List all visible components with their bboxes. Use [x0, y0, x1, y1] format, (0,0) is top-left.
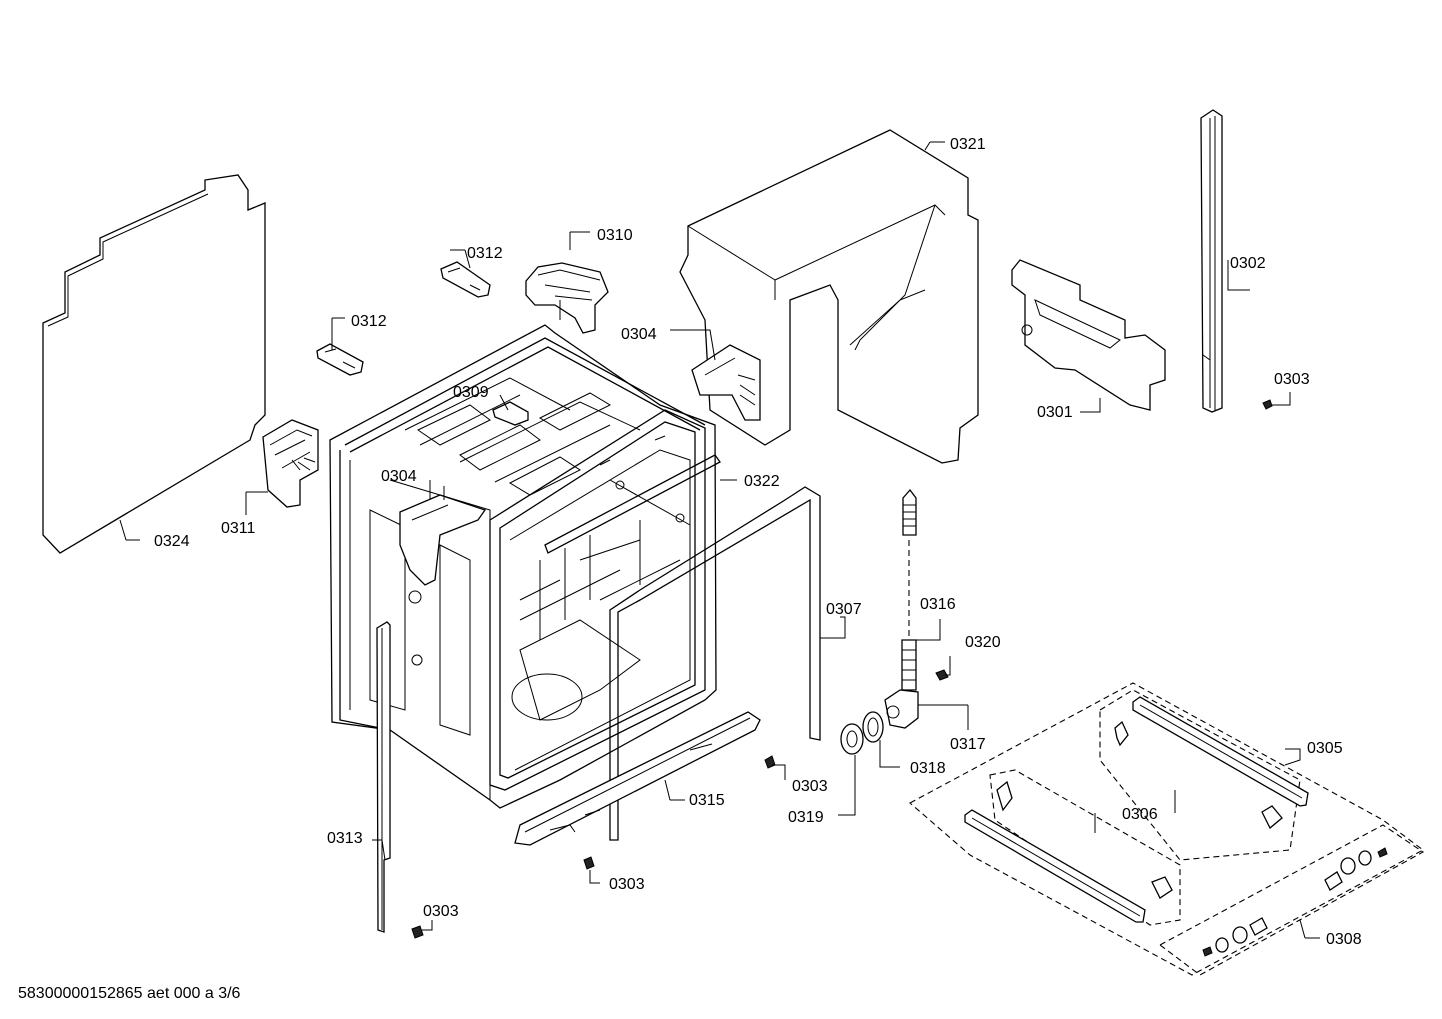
part-0310-bracket [525, 262, 609, 334]
kit-0305-0306-0308 [909, 682, 1425, 976]
part-labels: 0321 0302 0310 0312 0312 0304 0309 0303 … [154, 136, 1362, 948]
label-0304-upper: 0304 [621, 326, 657, 343]
label-0322: 0322 [744, 473, 780, 490]
label-0320: 0320 [965, 634, 1001, 651]
part-0304-inner [399, 494, 487, 586]
label-0302: 0302 [1230, 255, 1266, 272]
part-0303-screw-lower [583, 856, 595, 870]
part-0319-nut [840, 723, 864, 755]
leader-lines [119, 141, 1320, 939]
label-0303-lower: 0303 [609, 876, 645, 893]
part-0315-base-plate [514, 711, 761, 846]
part-0302-rail [1200, 109, 1223, 413]
label-0303-mid: 0303 [792, 778, 828, 795]
label-0304-inner: 0304 [381, 468, 417, 485]
label-0312-lower: 0312 [351, 313, 387, 330]
part-0303-screw-mid [764, 755, 776, 769]
label-0313: 0313 [327, 830, 363, 847]
part-0311-bracket [262, 419, 319, 508]
part-0307-door-seal [609, 486, 821, 841]
part-0303-screw-bottom [411, 925, 424, 939]
part-0312-clip-lower [316, 343, 364, 376]
part-0317-fitting [884, 689, 919, 729]
part-0312-clip-upper [440, 261, 491, 298]
label-0321: 0321 [950, 136, 986, 153]
label-0310: 0310 [597, 227, 633, 244]
label-0306: 0306 [1122, 806, 1158, 823]
part-0318-ring [862, 711, 884, 743]
part-0313-side-strip [376, 621, 391, 933]
label-0305: 0305 [1307, 740, 1343, 757]
label-0309: 0309 [453, 384, 489, 401]
label-0317: 0317 [950, 736, 986, 753]
label-0303-right: 0303 [1274, 371, 1310, 388]
part-0320-screw [935, 669, 949, 681]
label-0301: 0301 [1037, 404, 1073, 421]
label-0312-upper: 0312 [467, 245, 503, 262]
label-0308: 0308 [1326, 931, 1362, 948]
part-0321-insulation-cover [679, 129, 979, 464]
drawing-reference-footer: 58300000152865 aet 000 a 3/6 [18, 985, 241, 1002]
part-0309-clip [492, 401, 529, 426]
label-0303-bottom: 0303 [423, 903, 459, 920]
part-0303-screw-right [1262, 399, 1273, 410]
part-0301-bracket [1011, 259, 1166, 411]
part-0322-tub [329, 324, 721, 809]
part-0324-side-panel [42, 174, 266, 554]
label-0315: 0315 [689, 792, 725, 809]
label-0316: 0316 [920, 596, 956, 613]
label-0324: 0324 [154, 533, 190, 550]
part-0304-upper-bracket [691, 344, 761, 421]
label-0311: 0311 [221, 520, 256, 537]
label-0319: 0319 [788, 809, 824, 826]
label-0318: 0318 [910, 760, 946, 777]
label-0307: 0307 [826, 601, 862, 618]
part-0316-hose [901, 488, 917, 691]
